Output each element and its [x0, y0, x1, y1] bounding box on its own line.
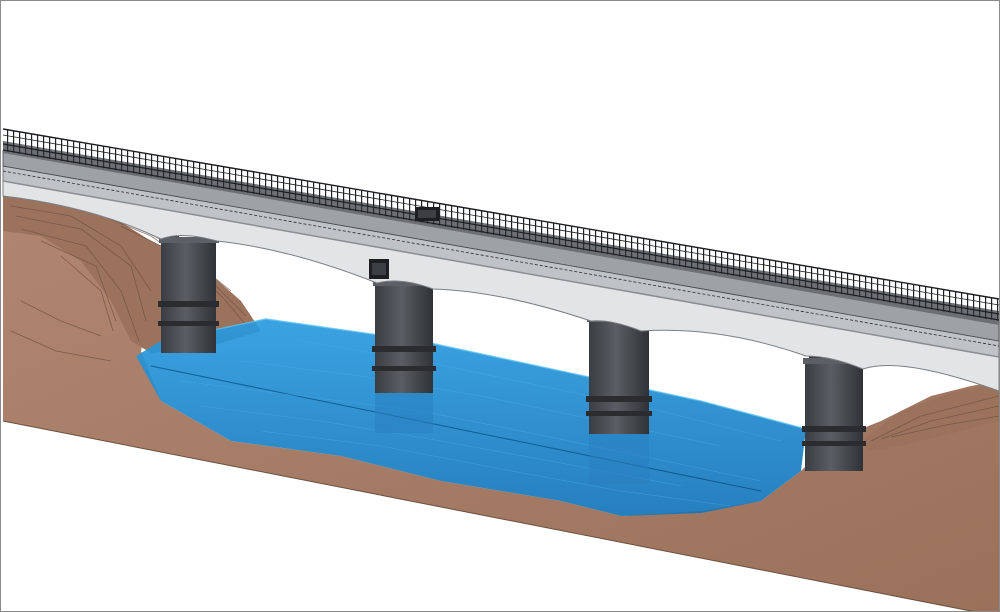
pier-1: [158, 223, 219, 353]
deck-equipment: [369, 207, 439, 279]
pier-4: [802, 341, 866, 471]
bridge-deck: [2, 128, 999, 392]
track-sleepers: [3, 143, 999, 321]
pier-2: [372, 267, 436, 433]
ground-section: [3, 196, 999, 611]
deck-arches: [2, 178, 999, 392]
section-line: [2, 420, 974, 611]
bridge-piers: [158, 223, 866, 484]
railing: [3, 129, 999, 313]
pier-3: [586, 301, 652, 484]
